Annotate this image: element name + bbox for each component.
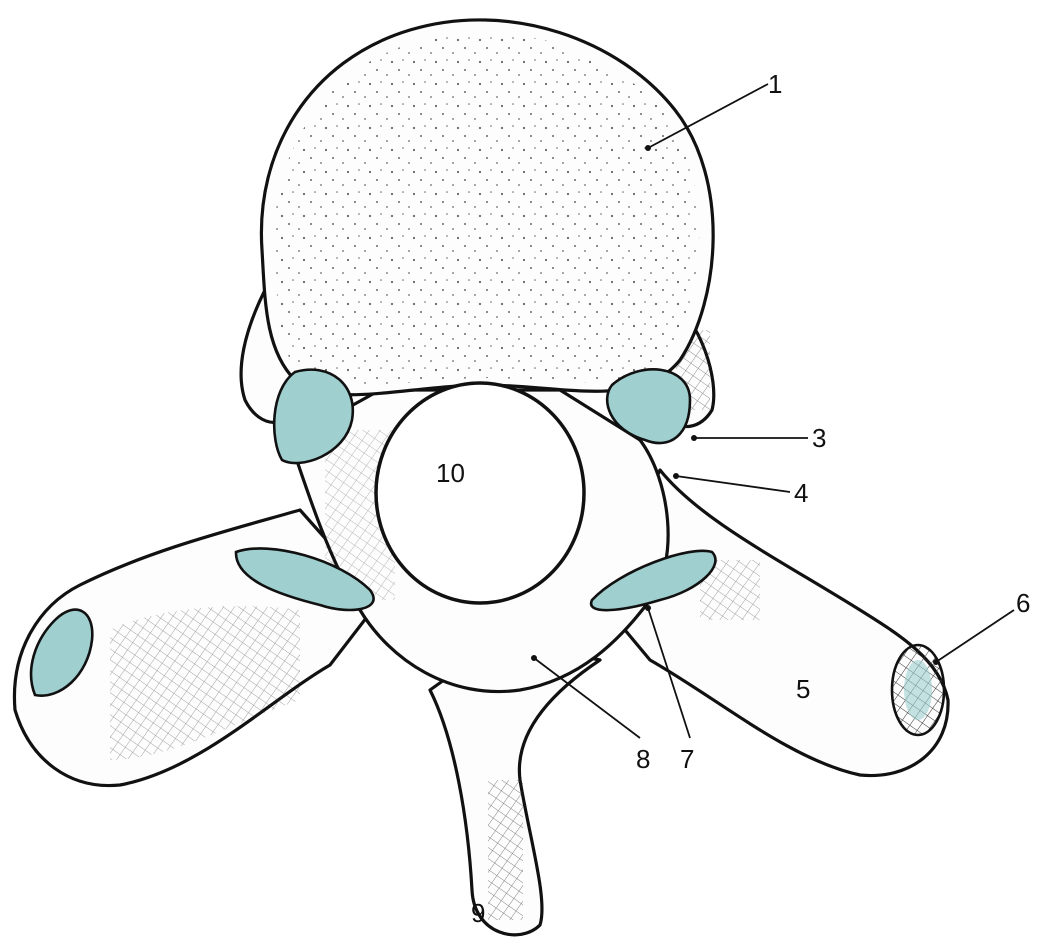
body-stipple (275, 32, 700, 386)
label-4: 4 (794, 478, 808, 508)
label-6: 6 (1016, 588, 1030, 618)
label-5: 5 (796, 674, 810, 704)
label-1: 1 (768, 69, 782, 99)
label-9: 9 (471, 898, 485, 928)
leader-8-dot (531, 655, 537, 661)
label-3: 3 (812, 423, 826, 453)
leader-6-dot (933, 659, 939, 665)
label-7: 7 (680, 744, 694, 774)
label-10: 10 (436, 458, 465, 488)
leader-3-dot (691, 435, 697, 441)
leader-7-dot (645, 605, 651, 611)
vertebral-foramen (376, 383, 584, 603)
left-transverse-hatching (110, 606, 300, 760)
right-transverse-facet (904, 660, 932, 720)
leader-1-dot (645, 145, 651, 151)
leader-4 (676, 476, 790, 492)
label-8: 8 (636, 744, 650, 774)
leader-6 (936, 610, 1014, 662)
leader-4-dot (673, 473, 679, 479)
spinous-hatching (488, 780, 523, 920)
